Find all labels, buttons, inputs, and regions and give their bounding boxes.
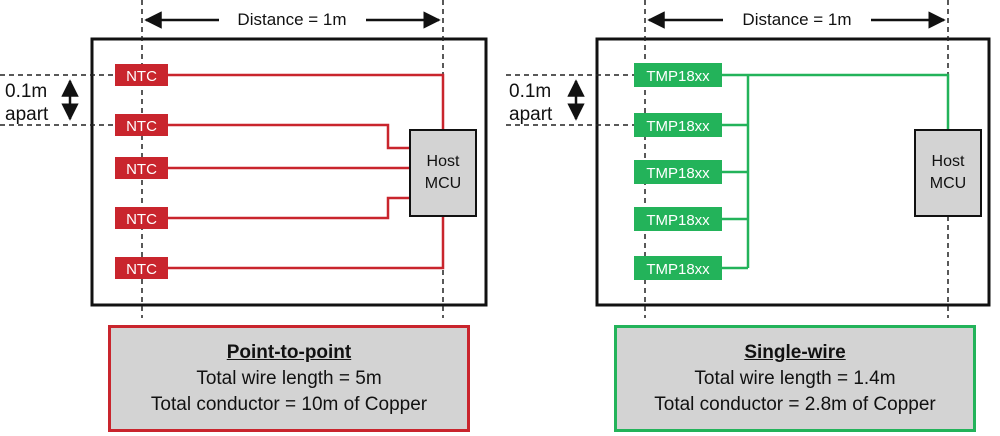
- tmp18xx-sensor-label: TMP18xx: [646, 68, 710, 85]
- ntc-sensor-box: [115, 64, 168, 86]
- left-mcu-label-line1: Host: [427, 153, 460, 170]
- ntc-sensor-box: [115, 157, 168, 179]
- right-wires: [722, 73, 950, 270]
- tmp18xx-sensor-label: TMP18xx: [646, 165, 710, 182]
- right-sensor: TMP18xx: [634, 160, 722, 184]
- tmp18xx-sensor-box: [634, 256, 722, 280]
- left-sensor: NTC: [115, 64, 168, 86]
- left-wire-2: [168, 123, 410, 150]
- point-to-point-title: Point-to-point: [226, 342, 352, 363]
- tmp18xx-sensor-label: TMP18xx: [646, 261, 710, 278]
- tmp18xx-sensor-label: TMP18xx: [646, 118, 710, 135]
- right-sensor: TMP18xx: [634, 207, 722, 231]
- tmp18xx-sensor-label: TMP18xx: [646, 212, 710, 229]
- left-wire-1: [168, 73, 445, 130]
- ntc-sensor-label: NTC: [126, 118, 157, 135]
- left-distance-label: Distance = 1m: [237, 10, 346, 29]
- left-sensor: NTC: [115, 114, 168, 136]
- right-bus-wire: [722, 73, 950, 130]
- left-wire-5: [168, 216, 445, 270]
- ntc-sensor-box: [115, 207, 168, 229]
- right-distance-label: Distance = 1m: [742, 10, 851, 29]
- point-to-point-panel: Distance = 1m 0.1m apart Host MCU NTC NT…: [0, 0, 488, 318]
- tmp18xx-sensor-box: [634, 207, 722, 231]
- tmp18xx-sensor-box: [634, 160, 722, 184]
- single-wire-wire-length: Total wire length = 1.4m: [694, 368, 896, 389]
- right-spacing-label-line2: apart: [509, 104, 553, 125]
- left-wire-4: [168, 196, 410, 220]
- tmp18xx-sensor-box: [634, 63, 722, 87]
- ntc-sensor-box: [115, 257, 168, 279]
- right-mcu-label-line2: MCU: [930, 175, 966, 192]
- left-wires: [168, 73, 445, 270]
- tmp18xx-sensor-box: [634, 113, 722, 137]
- single-wire-conductor: Total conductor = 2.8m of Copper: [654, 394, 936, 415]
- left-sensor: NTC: [115, 257, 168, 279]
- single-wire-caption: Single-wire Total wire length = 1.4m Tot…: [614, 325, 976, 432]
- right-sensor: TMP18xx: [634, 256, 722, 280]
- single-wire-title: Single-wire: [744, 342, 846, 363]
- point-to-point-conductor: Total conductor = 10m of Copper: [150, 394, 428, 415]
- right-sensor: TMP18xx: [634, 113, 722, 137]
- left-mcu-label-line2: MCU: [425, 175, 461, 192]
- left-frame: [90, 37, 488, 307]
- right-host-mcu: [914, 129, 982, 217]
- ntc-sensor-box: [115, 114, 168, 136]
- right-spacing-label-line1: 0.1m: [509, 81, 551, 102]
- left-sensor: NTC: [115, 157, 168, 179]
- left-spacing-label-line1: 0.1m: [5, 81, 47, 102]
- left-sensor: NTC: [115, 207, 168, 229]
- left-host-mcu: [409, 129, 477, 217]
- right-frame: [595, 37, 991, 307]
- ntc-sensor-label: NTC: [126, 68, 157, 85]
- ntc-sensor-label: NTC: [126, 161, 157, 178]
- point-to-point-caption: Point-to-point Total wire length = 5m To…: [108, 325, 470, 432]
- right-mcu-label-line1: Host: [932, 153, 965, 170]
- point-to-point-wire-length: Total wire length = 5m: [196, 368, 382, 389]
- left-spacing-label-line2: apart: [5, 104, 49, 125]
- single-wire-panel: Distance = 1m 0.1m apart Host MCU TMP18x…: [506, 0, 991, 318]
- right-sensor: TMP18xx: [634, 63, 722, 87]
- ntc-sensor-label: NTC: [126, 261, 157, 278]
- ntc-sensor-label: NTC: [126, 211, 157, 228]
